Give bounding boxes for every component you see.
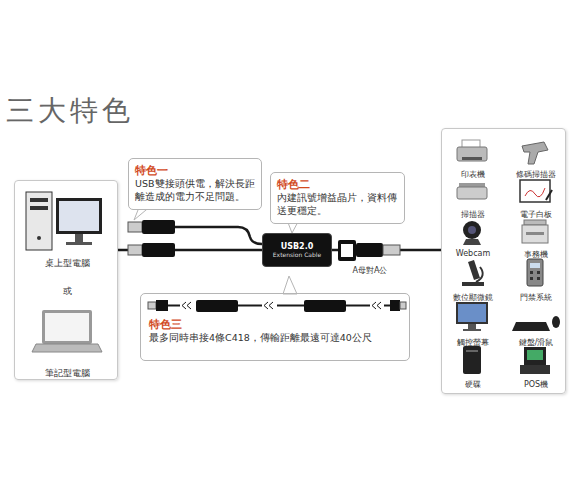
device-label: 或 (63, 285, 72, 298)
chain-illustration (148, 300, 406, 312)
device-panel: 印表機 條碼掃描器掃描器 電子白板 Webcam 事務機數位顯微鏡 門禁系統觸控螢幕 鍵盤/… (441, 128, 566, 394)
page-title: 三大特色 (6, 92, 134, 130)
device-label: 桌上型電腦 (45, 257, 90, 270)
device-label: 門禁系統 (520, 292, 552, 303)
usb-plugs (128, 220, 262, 257)
device-label: 事務機 (524, 249, 548, 260)
feature-text: 內建訊號增益晶片，資料傳送更穩定。 (277, 192, 398, 218)
device-label: 硬碟 (465, 379, 481, 390)
device-label: 印表機 (461, 169, 485, 180)
feature-heading: 特色二 (277, 178, 398, 192)
device-label: 觸控螢幕 (457, 337, 489, 348)
device-label: Webcam (456, 249, 491, 258)
device-label: 筆記型電腦 (45, 367, 90, 380)
device-label: 掃描器 (461, 209, 485, 220)
feature-heading: 特色一 (135, 164, 255, 178)
device-icons (456, 140, 560, 374)
product-subtitle: Extension Cable (273, 251, 321, 258)
device-label: 電子白板 (520, 209, 552, 220)
device-label: 數位顯微鏡 (453, 292, 493, 303)
a-female-to-a-male (338, 240, 400, 261)
feature-text: USB雙接頭供電，解決長距離造成的電力不足問題。 (135, 178, 255, 204)
feature-heading: 特色三 (149, 318, 401, 332)
connector-label: A母對A公 (351, 265, 390, 276)
desktop-icon (26, 192, 102, 250)
product-name: USB2.0 (281, 242, 314, 252)
device-label: POS機 (524, 379, 548, 390)
device-label: 條碼掃描器 (516, 169, 556, 180)
extension-cable-box: USB2.0Extension Cable (262, 233, 332, 267)
laptop-icon (32, 310, 102, 352)
feature-text: 最多同時串接4條C418，傳輸距離最遠可達40公尺 (149, 332, 401, 345)
feature-callout: 特色二內建訊號增益晶片，資料傳送更穩定。 (270, 172, 405, 224)
computer-panel: 桌上型電腦或筆記型電腦 (14, 180, 118, 380)
feature-callout: 特色一USB雙接頭供電，解決長距離造成的電力不足問題。 (128, 158, 262, 210)
device-label: 鍵盤/滑鼠 (519, 337, 554, 348)
feature-callout: 特色三最多同時串接4條C418，傳輸距離最遠可達40公尺 (140, 293, 410, 361)
